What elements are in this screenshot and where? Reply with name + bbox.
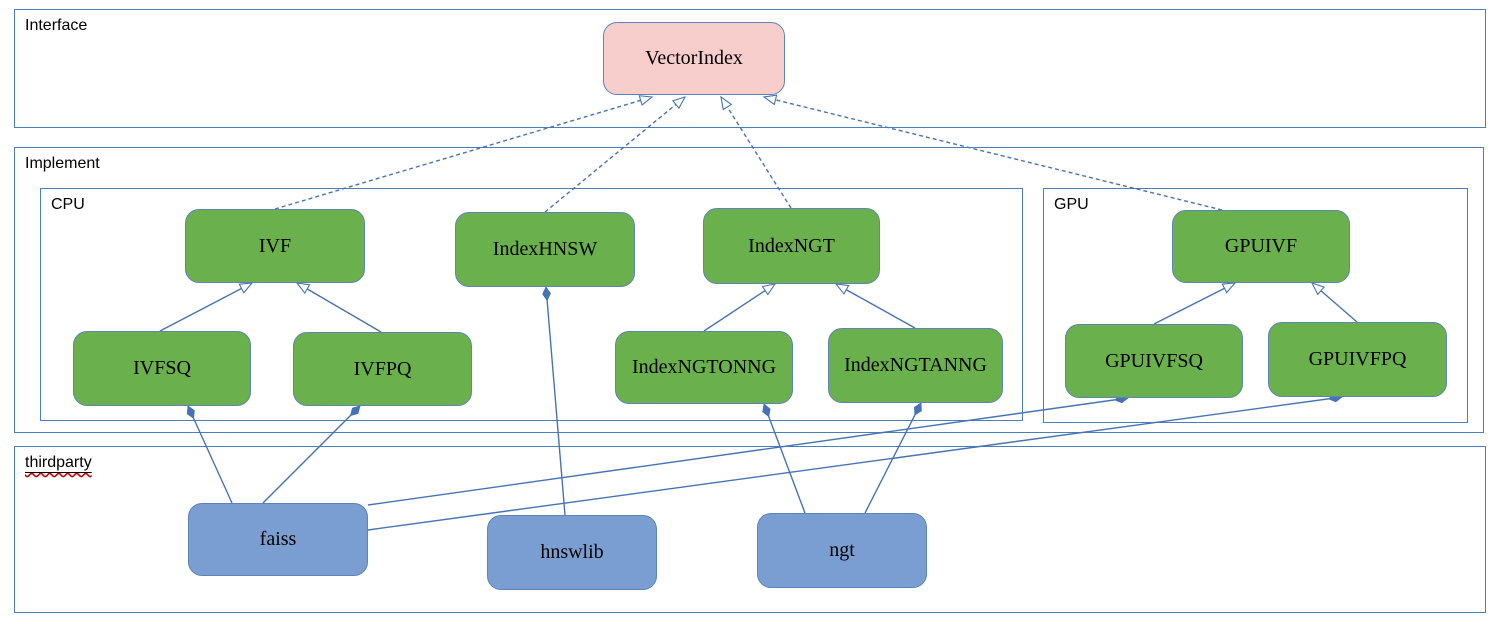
edge-ngt-indexngtonng (764, 404, 806, 514)
edge-ivf-vectorindex (274, 97, 652, 210)
edge-faiss-gpuivfpq (367, 397, 1342, 531)
edge-hnswlib-indexhnsw (546, 287, 566, 516)
container-implement: Implement (14, 147, 1484, 433)
edge-ngt-indexngtanng (864, 403, 921, 514)
edge-indexngt-vectorindex (721, 97, 792, 209)
edge-indexhnsw-vectorindex (544, 97, 685, 213)
container-cpu: CPU (40, 188, 1023, 421)
edge-ivfsq-ivf (159, 283, 252, 332)
container-interface: Interface (14, 9, 1486, 128)
cpu-label: CPU (51, 196, 85, 213)
edge-gpuivfsq-gpuivf (1153, 283, 1235, 325)
edge-indexngtanng-indexngt (836, 284, 916, 329)
gpu-label: GPU (1054, 196, 1089, 213)
implement-label: Implement (25, 155, 100, 172)
edge-indexngtonng-indexngt (703, 284, 775, 332)
edge-faiss-ivfsq (188, 406, 233, 504)
edge-ivfpq-ivf (297, 283, 382, 333)
container-gpu: GPU (1043, 188, 1468, 423)
container-thirdparty: thirdparty (14, 446, 1486, 613)
edge-gpuivfpq-gpuivf (1312, 283, 1358, 323)
edge-faiss-gpuivfsq (367, 398, 1128, 506)
interface-label: Interface (25, 17, 88, 34)
edge-faiss-ivfpq (262, 406, 360, 504)
thirdparty-label: thirdparty (25, 454, 92, 471)
edge-gpuivf-vectorindex (764, 97, 1223, 211)
